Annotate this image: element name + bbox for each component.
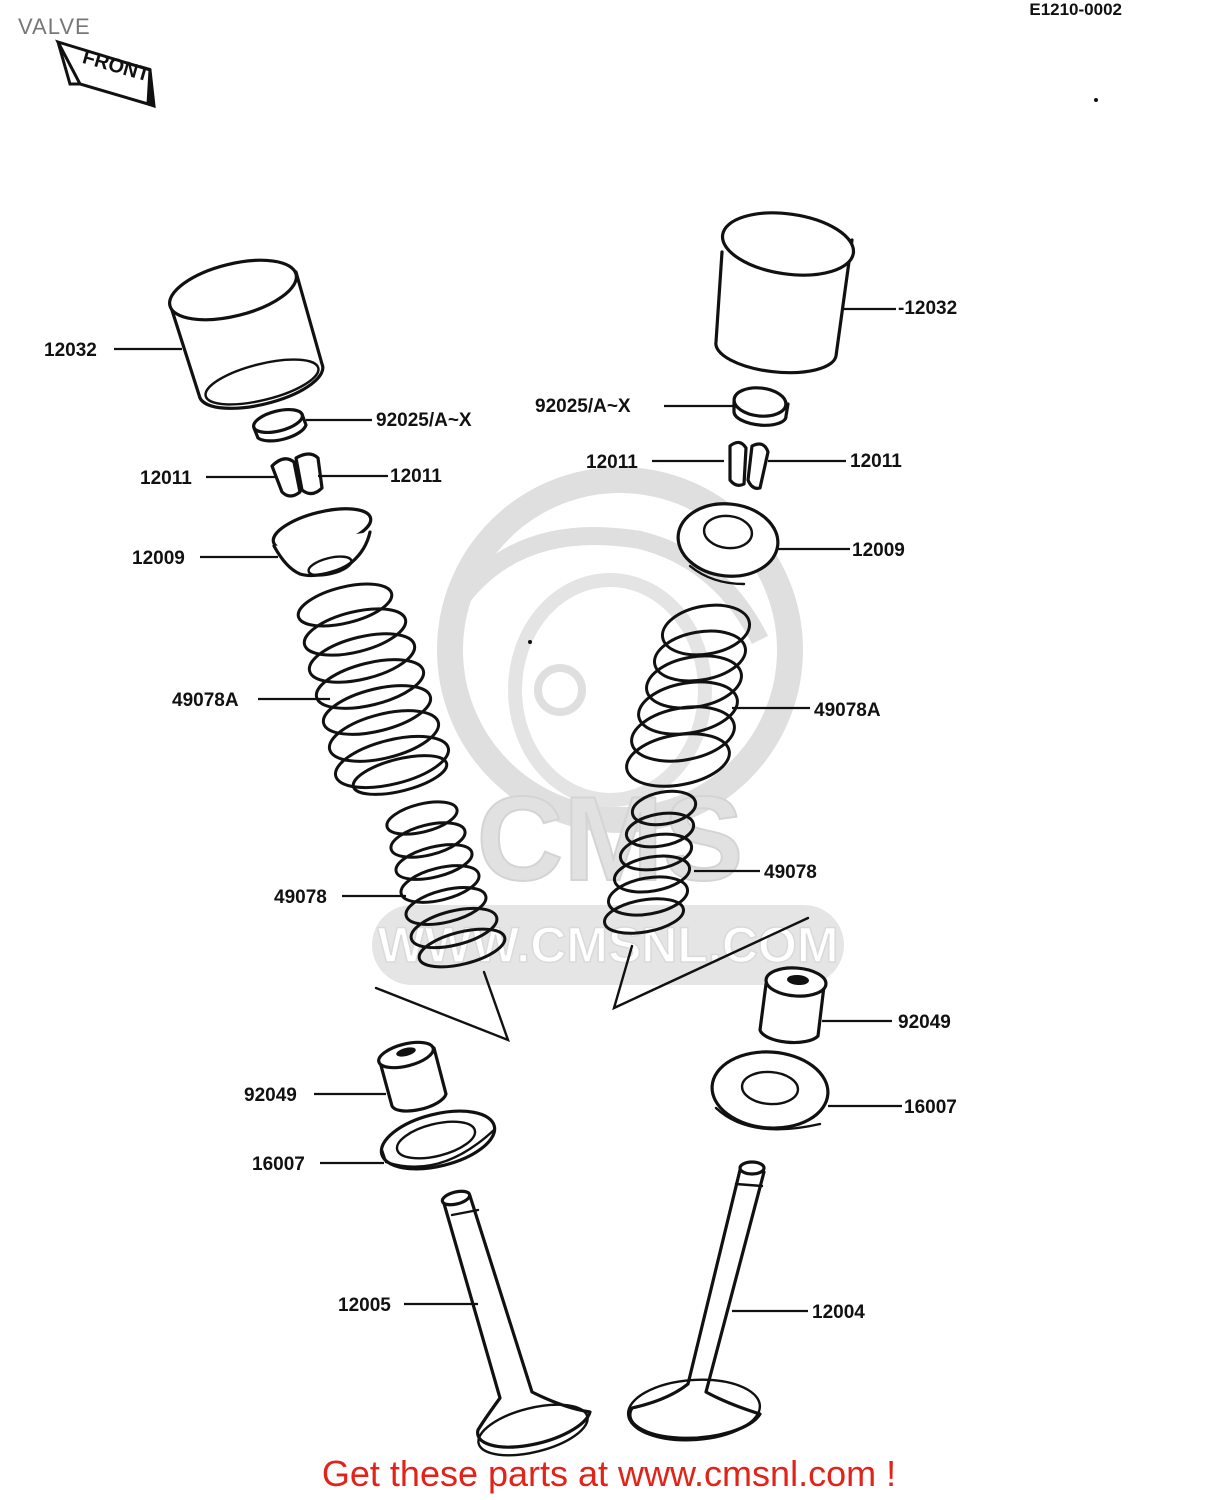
diagram-code: E1210-0002	[1029, 0, 1122, 19]
promo-link-text[interactable]: Get these parts at www.cmsnl.com !	[321, 1453, 897, 1494]
label-left-tappet: 12032	[44, 340, 97, 361]
label-left-spring-seat: 16007	[252, 1154, 305, 1175]
label-left-outer-spring: 49078A	[172, 690, 239, 711]
left-stem-seal	[377, 1040, 448, 1113]
left-outer-spring	[296, 582, 451, 796]
front-direction-marker: FRONT	[55, 39, 156, 109]
left-spring-seat	[379, 1109, 497, 1171]
label-left-shim: 92025/A~X	[376, 410, 472, 431]
leader-lines	[114, 307, 902, 1313]
right-inner-spring	[603, 789, 698, 935]
left-tappet	[168, 258, 325, 410]
left-valve	[440, 1189, 592, 1457]
label-right-cotter-a: 12011	[586, 452, 638, 473]
label-right-valve: 12004	[812, 1302, 865, 1323]
part-labels: 12032 92025/A~X 12011 12011 12009 49078A…	[44, 298, 957, 1323]
label-left-cotter-b: 12011	[390, 466, 442, 487]
right-spring-seat	[710, 1050, 830, 1131]
label-right-stem-seal: 92049	[898, 1012, 951, 1033]
label-right-cotter-b: 12011	[850, 451, 902, 472]
right-retainer	[676, 502, 780, 586]
right-stem-seal	[758, 966, 828, 1045]
left-break-line	[374, 970, 511, 1043]
label-right-shim: 92025/A~X	[535, 396, 631, 417]
label-left-stem-seal: 92049	[244, 1085, 297, 1106]
right-shim	[732, 386, 790, 427]
diagram-title: VALVE	[18, 14, 91, 39]
right-valve	[626, 1160, 766, 1442]
label-right-outer-spring: 49078A	[814, 700, 881, 721]
watermark-url: WWW.CMSNL.COM	[377, 917, 838, 973]
label-left-cotter-a: 12011	[140, 468, 192, 489]
watermark-brand: CMS	[477, 772, 744, 906]
right-outer-spring	[625, 603, 752, 788]
left-cotters	[270, 452, 324, 498]
left-retainer	[271, 507, 373, 577]
right-tappet	[714, 211, 856, 375]
right-cotters	[728, 440, 770, 490]
left-inner-spring	[385, 800, 507, 969]
label-left-inner-spring: 49078	[274, 887, 327, 908]
label-right-tappet: -12032	[898, 298, 957, 319]
label-left-retainer: 12009	[132, 548, 185, 569]
label-right-spring-seat: 16007	[904, 1097, 957, 1118]
right-break-line	[612, 916, 810, 1011]
label-right-retainer: 12009	[852, 540, 905, 561]
left-shim	[252, 407, 308, 443]
label-left-valve: 12005	[338, 1295, 391, 1316]
label-right-inner-spring: 49078	[764, 862, 817, 883]
